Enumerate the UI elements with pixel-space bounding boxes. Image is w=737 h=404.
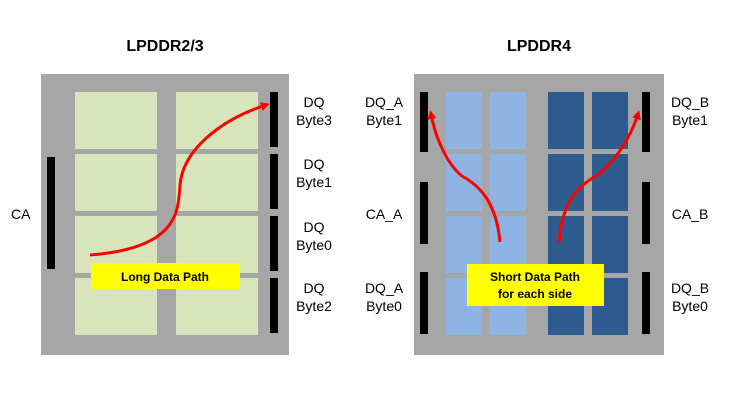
ca-label: CA	[11, 206, 31, 222]
bank-block	[446, 92, 482, 149]
dq-byte1-pad-bar	[270, 154, 278, 209]
dq-a-byte0-pad-bar	[420, 272, 428, 334]
bank-block	[75, 154, 157, 211]
ca-a-label: CA_A	[366, 206, 403, 222]
dq-byte2-label-line1: DQ	[304, 280, 325, 296]
dq-b-byte0-pad-bar	[642, 272, 650, 334]
dq-b-byte0-label-line1: DQ_B	[671, 280, 709, 296]
dq-byte2-label-line2: Byte2	[296, 298, 332, 314]
dq-byte3-label-line1: DQ	[304, 94, 325, 110]
ca-a-pad-bar	[420, 182, 428, 244]
dq-b-byte1-label-line2: Byte1	[672, 112, 708, 128]
dq-b-byte1-pad-bar	[642, 92, 650, 152]
ca-pad-bar	[47, 157, 55, 269]
dq-byte1-label-line2: Byte1	[296, 174, 332, 190]
lpddr4-panel: LPDDR4	[365, 38, 709, 355]
dq-a-byte0-label-line2: Byte0	[366, 298, 402, 314]
bank-block	[490, 154, 526, 211]
long-data-path-arrow	[89, 102, 270, 257]
lpddr23-title: LPDDR2/3	[126, 38, 203, 55]
dq-byte0-pad-bar	[270, 216, 278, 271]
short-data-path-arrow-b	[557, 110, 641, 243]
lpddr4-channel-b-banks	[548, 92, 628, 335]
lpddr4-title: LPDDR4	[507, 38, 571, 55]
ca-b-label: CA_B	[672, 206, 709, 222]
bank-block	[592, 92, 628, 149]
dq-a-byte1-label-line2: Byte1	[366, 112, 402, 128]
short-data-path-callout	[467, 264, 604, 306]
dq-byte3-label-line2: Byte3	[296, 112, 332, 128]
dq-byte0-label-line1: DQ	[304, 219, 325, 235]
lpddr23-pads	[47, 92, 278, 333]
dq-a-byte1-pad-bar	[420, 92, 428, 152]
dq-a-byte0-label-line1: DQ_A	[365, 280, 404, 296]
dq-b-byte0-label-line2: Byte0	[672, 298, 708, 314]
bank-block	[548, 216, 584, 273]
bank-block	[176, 92, 258, 149]
short-data-path-text-line1: Short Data Path	[490, 270, 580, 284]
dq-byte1-label-line1: DQ	[304, 156, 325, 172]
dq-byte2-pad-bar	[270, 278, 278, 333]
bank-block	[592, 216, 628, 273]
bank-block	[548, 154, 584, 211]
bank-block	[490, 92, 526, 149]
bank-block	[176, 154, 258, 211]
bank-block	[446, 216, 482, 273]
lpddr23-panel: LPDDR2/3 CA DQ Byte3 DQ Byte1 DQ Byte	[11, 38, 332, 355]
dq-byte0-label-line2: Byte0	[296, 237, 332, 253]
dq-byte3-pad-bar	[270, 92, 278, 147]
ca-b-pad-bar	[642, 182, 650, 244]
dq-b-byte1-label-line1: DQ_B	[671, 94, 709, 110]
long-data-path-text: Long Data Path	[121, 270, 209, 284]
bank-block	[75, 92, 157, 149]
long-data-path-callout	[91, 263, 240, 289]
short-data-path-arrow-a	[427, 110, 502, 243]
dq-a-byte1-label-line1: DQ_A	[365, 94, 404, 110]
bank-block	[548, 92, 584, 149]
short-data-path-text-line2: for each side	[498, 287, 572, 301]
lpddr4-pads	[420, 92, 650, 334]
lpddr4-channel-a-banks	[446, 92, 526, 335]
